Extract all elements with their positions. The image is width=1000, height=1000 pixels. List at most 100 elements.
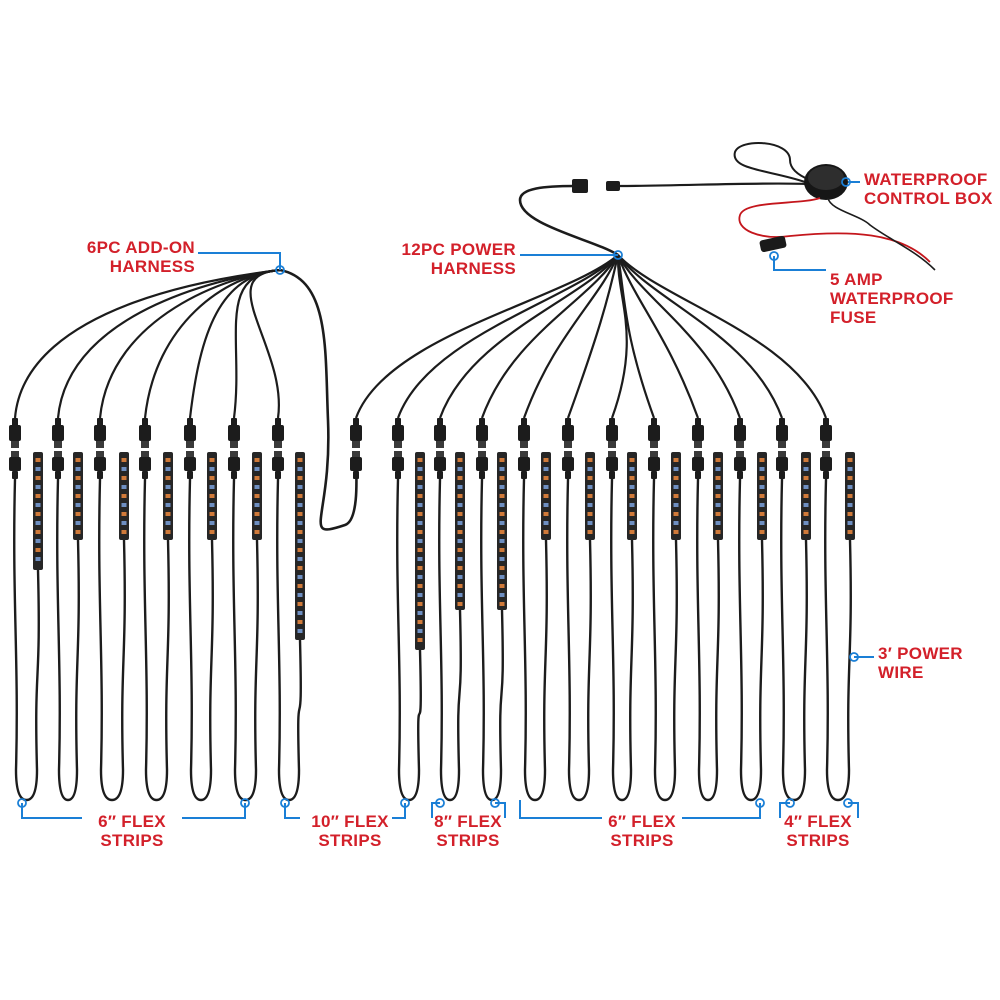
power-harness-label-line2: HARNESS: [430, 259, 516, 278]
flex-10-label: 10″ FLEX STRIPS: [300, 812, 400, 850]
strip-connector-icon: [476, 451, 488, 479]
strip-lead-wire: [824, 478, 852, 802]
harness-connector-icon: [272, 418, 284, 448]
fuse-label-line2: WATERPROOF: [830, 289, 954, 308]
power-harness-wire: [610, 254, 628, 419]
harness-connector-icon: [648, 418, 660, 448]
strip-connector-icon: [272, 451, 284, 479]
fuse-leader: [773, 256, 826, 271]
strip-lead-wire: [696, 478, 720, 802]
power-harness-wire: [480, 254, 619, 419]
flex-6-right-label-line2: STRIPS: [610, 831, 674, 850]
flex-6-right-bracket: [682, 803, 761, 819]
power-harness-wire: [617, 254, 828, 419]
harness-connector-icon: [184, 418, 196, 448]
harness-connector-icon: [776, 418, 788, 448]
leader-dot: [435, 798, 445, 808]
strip-lead-wire: [98, 478, 126, 802]
fuse-holder-icon: [759, 235, 787, 253]
strip-lead-wire: [438, 478, 462, 802]
addon-harness-label: 6PC ADD-ON HARNESS: [60, 238, 195, 276]
flex-10-bracket: [392, 803, 406, 819]
harness-connector-icon: [94, 418, 106, 448]
flex-4-label-line1: 4″ FLEX: [784, 812, 852, 831]
leader-dot: [769, 251, 779, 261]
flex-8-bracket: [431, 802, 440, 818]
harness-connectors: [9, 418, 832, 448]
flex-10-bracket: [284, 803, 300, 819]
strip-connector-icon: [692, 451, 704, 479]
harness-connector-icon: [350, 418, 362, 448]
leader-dot: [849, 652, 859, 662]
strip-lead-wire: [13, 478, 40, 802]
addon-harness-wire: [98, 268, 281, 419]
strip-lead-wire: [610, 478, 634, 802]
addon-harness-label-line2: HARNESS: [109, 257, 195, 276]
strip-lead-wire: [566, 478, 592, 802]
harness-connector-icon: [392, 418, 404, 448]
addon-harness-wire: [232, 268, 281, 419]
strip-lead-wire: [276, 478, 302, 802]
power-harness-wire: [617, 254, 742, 419]
harness-connector-icon: [692, 418, 704, 448]
power-wire-label: 3′ POWER WIRE: [878, 644, 963, 682]
power-harness-wire: [566, 254, 620, 419]
flex-strip: [455, 452, 465, 610]
strip-lead-wire: [780, 478, 808, 802]
leader-dot: [490, 798, 500, 808]
control-box-lead: [733, 142, 811, 183]
flex-strip: [757, 452, 767, 540]
strip-connector-icon: [228, 451, 240, 479]
flex-strip: [295, 452, 305, 640]
strip-lead-wire: [738, 478, 764, 802]
flex-strip: [33, 452, 43, 570]
power-harness-wire: [438, 254, 619, 419]
flex-8-label: 8″ FLEX STRIPS: [418, 812, 518, 850]
power-harness-plug: [572, 179, 588, 193]
strip-connector-icon: [94, 451, 106, 479]
power-harness-wire: [522, 254, 620, 419]
harness-connector-icon: [562, 418, 574, 448]
strip-connector-icon: [518, 451, 530, 479]
flex-10-label-line1: 10″ FLEX: [311, 812, 389, 831]
flex-8-label-line2: STRIPS: [436, 831, 500, 850]
flex-4-label-line2: STRIPS: [786, 831, 850, 850]
control-box-icon: [733, 142, 936, 271]
harness-connector-icon: [734, 418, 746, 448]
flex-strip: [801, 452, 811, 540]
flex-6-right-label: 6″ FLEX STRIPS: [592, 812, 692, 850]
power-harness-label: 12PC POWER HARNESS: [380, 240, 516, 278]
power-wire-label-line2: WIRE: [878, 663, 924, 682]
flex-strip: [163, 452, 173, 540]
flex-6-left-label-line1: 6″ FLEX: [98, 812, 166, 831]
power-harness-trunk: [518, 184, 619, 257]
flex-strip: [207, 452, 217, 540]
control-box-label-line1: WATERPROOF: [864, 170, 988, 189]
control-box-plug: [606, 181, 620, 191]
strip-lead-wire: [143, 478, 170, 802]
harness-connector-icon: [606, 418, 618, 448]
control-box-label-line2: CONTROL BOX: [864, 189, 993, 208]
harness-connector-icon: [518, 418, 530, 448]
strip-lead-wire: [188, 478, 214, 802]
flex-6-right-bracket: [519, 800, 602, 819]
flex-strip: [119, 452, 129, 540]
strip-connector-icon: [562, 451, 574, 479]
power-harness-wire: [354, 254, 619, 419]
strip-lead-wire: [396, 478, 422, 802]
power-harness-wire: [616, 254, 700, 419]
power-harness-wire: [617, 254, 784, 419]
leader-dot: [785, 798, 795, 808]
leader-dot: [17, 798, 27, 808]
harness-connector-icon: [52, 418, 64, 448]
strip-connector-icon: [9, 451, 21, 479]
leader-dot: [843, 798, 853, 808]
power-wire-label-line1: 3′ POWER: [878, 644, 963, 663]
flex-strip: [713, 452, 723, 540]
leader-dot: [841, 177, 851, 187]
flex-6-left-label: 6″ FLEX STRIPS: [82, 812, 182, 850]
fuse-label: 5 AMP WATERPROOF FUSE: [830, 270, 954, 327]
strip-connector-icon: [184, 451, 196, 479]
addon-harness-label-line1: 6PC ADD-ON: [86, 238, 195, 257]
